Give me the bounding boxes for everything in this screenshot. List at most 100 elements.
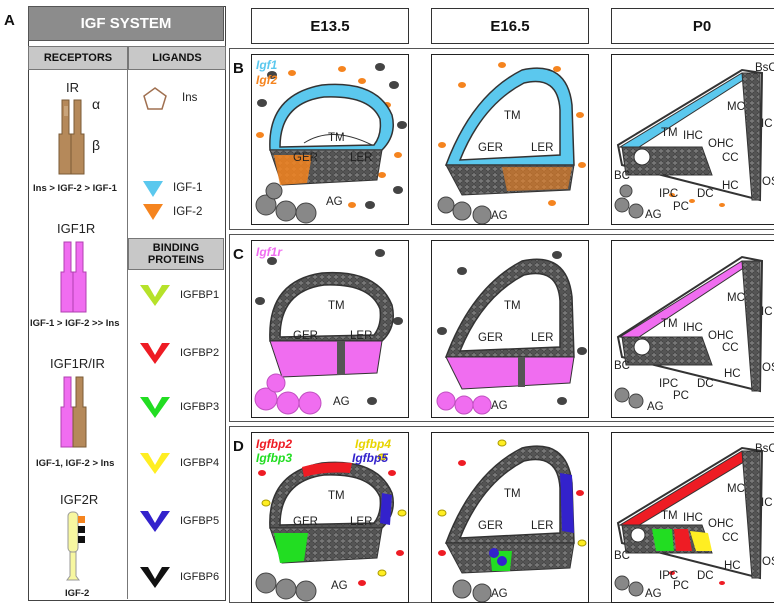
igfbp3-row: IGFBP3 bbox=[134, 394, 224, 422]
label-b-p0-bc: BC bbox=[614, 170, 630, 182]
receptor-ir-affinity: Ins > IGF-2 > IGF-1 bbox=[33, 183, 117, 194]
label-c-e13-ger: GER bbox=[293, 330, 318, 342]
binding-proteins-header: BINDING PROTEINS bbox=[128, 238, 224, 270]
label-b-e16-ger: GER bbox=[478, 142, 503, 154]
label-c-e13-ler: LER bbox=[350, 330, 372, 342]
label-d-e13-ag: AG bbox=[331, 580, 348, 592]
label-d-p0-os: OS bbox=[762, 556, 774, 568]
label-d-e16-ler: LER bbox=[531, 520, 553, 532]
igfbp5-row: IGFBP5 bbox=[134, 508, 224, 536]
panel-c-e13-image bbox=[251, 240, 409, 418]
label-b-e13-tm: TM bbox=[328, 132, 345, 144]
label-c-p0-cc: CC bbox=[722, 342, 739, 354]
label-b-e13-ger: GER bbox=[293, 152, 318, 164]
label-b-p0-ipc: IPC bbox=[659, 188, 678, 200]
igfbp4-row: IGFBP4 bbox=[134, 450, 224, 478]
ir-receptor-icon bbox=[44, 92, 114, 182]
igf2-triangle-icon bbox=[142, 203, 164, 221]
label-c-p0-bc: BC bbox=[614, 360, 630, 372]
ligand-ins-label: Ins bbox=[182, 92, 197, 104]
label-d-p0-cc: CC bbox=[722, 532, 739, 544]
panel-b-gene-igf1: Igf1 bbox=[256, 58, 277, 72]
igfbp1-row: IGFBP1 bbox=[134, 282, 224, 310]
label-d-e16-tm: TM bbox=[504, 488, 521, 500]
receptor-ir-beta: β bbox=[92, 137, 100, 153]
label-d-p0-ohc: OHC bbox=[708, 518, 734, 530]
panel-d-e16-image bbox=[431, 432, 589, 603]
igfbp4-label: IGFBP4 bbox=[180, 457, 219, 469]
igfbp1-chevron-icon bbox=[138, 282, 172, 308]
panel-c-e16-image bbox=[431, 240, 589, 418]
label-b-e16-ag: AG bbox=[491, 210, 508, 222]
igfbp6-label: IGFBP6 bbox=[180, 571, 219, 583]
panel-c-gene-igf1r: Igf1r bbox=[256, 245, 282, 259]
label-d-p0-bsc: BsC bbox=[755, 443, 774, 455]
figure-letter-a: A bbox=[4, 12, 15, 29]
label-b-p0-dc: DC bbox=[697, 188, 714, 200]
label-d-p0-dc: DC bbox=[697, 570, 714, 582]
igfbp1-label: IGFBP1 bbox=[180, 289, 219, 301]
receptor-igf2r-name: IGF2R bbox=[60, 492, 98, 507]
label-d-p0-ihc: IHC bbox=[683, 512, 703, 524]
label-b-p0-ic: IC bbox=[761, 118, 773, 130]
label-b-p0-os: OS bbox=[762, 176, 774, 188]
panel-b-gene-igf2: Igf2 bbox=[256, 73, 277, 87]
label-c-p0-ag: AG bbox=[647, 401, 664, 413]
label-c-p0-os: OS bbox=[762, 362, 774, 374]
panel-b-e16-image bbox=[431, 54, 589, 225]
label-b-p0-mc: MC bbox=[727, 101, 745, 113]
igfbp4-chevron-icon bbox=[138, 450, 172, 476]
panel-d-gene-igfbp2: Igfbp2 bbox=[256, 437, 292, 451]
label-c-p0-tm: TM bbox=[661, 318, 678, 330]
label-d-e16-ag: AG bbox=[491, 588, 508, 600]
pentagon-outline-icon bbox=[142, 86, 168, 112]
label-d-p0-hc: HC bbox=[724, 560, 741, 572]
ligand-igf1-label: IGF-1 bbox=[173, 182, 202, 194]
panel-d-gene-igfbp3: Igfbp3 bbox=[256, 451, 292, 465]
ligands-header: LIGANDS bbox=[128, 46, 226, 70]
label-c-e13-ag: AG bbox=[333, 396, 350, 408]
label-b-p0-ihc: IHC bbox=[683, 130, 703, 142]
panel-d-letter: D bbox=[233, 438, 244, 455]
label-c-e13-tm: TM bbox=[328, 300, 345, 312]
label-c-e16-ag: AG bbox=[491, 400, 508, 412]
stage-header-e16: E16.5 bbox=[431, 8, 589, 44]
receptor-hybrid-name: IGF1R/IR bbox=[50, 356, 105, 371]
label-b-e13-ler: LER bbox=[350, 152, 372, 164]
label-c-p0-ihc: IHC bbox=[683, 322, 703, 334]
igfbp3-chevron-icon bbox=[138, 394, 172, 420]
panel-b-letter: B bbox=[233, 60, 244, 77]
receptor-igf1r-affinity: IGF-1 > IGF-2 >> Ins bbox=[30, 318, 120, 329]
panel-c-letter: C bbox=[233, 246, 244, 263]
igfbp2-row: IGFBP2 bbox=[134, 340, 224, 368]
label-d-p0-pc: PC bbox=[673, 580, 689, 592]
label-b-e16-ler: LER bbox=[531, 142, 553, 154]
label-c-p0-dc: DC bbox=[697, 378, 714, 390]
label-c-p0-ohc: OHC bbox=[708, 330, 734, 342]
label-c-p0-ic: IC bbox=[761, 306, 773, 318]
igfbp2-chevron-icon bbox=[138, 340, 172, 366]
label-b-p0-ag: AG bbox=[645, 209, 662, 221]
label-c-e16-ler: LER bbox=[531, 332, 553, 344]
label-d-e13-tm: TM bbox=[328, 490, 345, 502]
stage-header-p0: P0 bbox=[611, 8, 774, 44]
receptor-igf2r-affinity: IGF-2 bbox=[65, 588, 89, 599]
igf1r-receptor-icon bbox=[44, 236, 114, 318]
receptor-ir-alpha: α bbox=[92, 96, 100, 112]
label-d-p0-ic: IC bbox=[761, 497, 773, 509]
label-c-e16-ger: GER bbox=[478, 332, 503, 344]
igf1-triangle-icon bbox=[142, 180, 164, 198]
stage-header-e13: E13.5 bbox=[251, 8, 409, 44]
receptors-header: RECEPTORS bbox=[28, 46, 128, 70]
label-c-p0-mc: MC bbox=[727, 292, 745, 304]
panel-d-gene-igfbp4: Igfbp4 bbox=[355, 437, 391, 451]
igf2r-receptor-icon bbox=[56, 508, 96, 592]
igfbp5-label: IGFBP5 bbox=[180, 515, 219, 527]
label-d-p0-bc: BC bbox=[614, 550, 630, 562]
label-d-p0-tm: TM bbox=[661, 510, 678, 522]
ligand-igf2-label: IGF-2 bbox=[173, 206, 202, 218]
panel-d-gene-igfbp5: Igfbp5 bbox=[352, 451, 388, 465]
column-divider bbox=[127, 46, 128, 599]
label-b-p0-bsc: BsC bbox=[755, 62, 774, 74]
label-d-p0-mc: MC bbox=[727, 483, 745, 495]
